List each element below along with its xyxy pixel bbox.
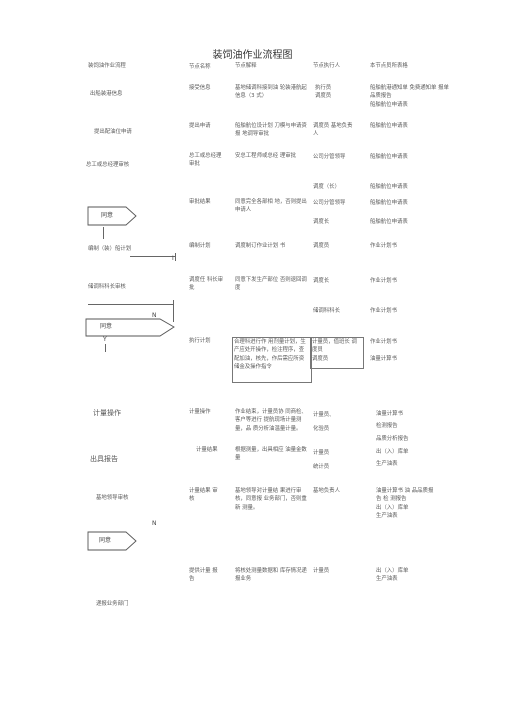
connector-line — [173, 300, 174, 322]
row-2-form: 船舶航位申请表 — [370, 154, 408, 160]
row-10-form: 油量计算书 检测报告 品质分析报告 — [376, 411, 409, 442]
row-9-desc: 合理科进行作 用剂量计划，生产应处开操作，检注程序，查配加油，核先，作后需应所资… — [234, 339, 306, 371]
row-13-form: 出（入）库单 生产油表 — [376, 568, 409, 583]
row-1-exec: 调度员 基地负责人 — [313, 123, 353, 138]
row-13-name: 提供计量 报告 — [189, 568, 218, 583]
header-executor: 节点执行人 — [313, 63, 340, 69]
decision-shape-2 — [85, 318, 175, 337]
decision-label-3: 同意 — [99, 537, 112, 544]
row-4-form: 船舶航位申请表 — [370, 200, 408, 206]
header-node-desc: 节点解释 — [235, 63, 257, 69]
row-11-exec: 计量员 统计员 — [313, 450, 330, 471]
row-6-form: 作业计划书 — [370, 243, 397, 249]
flow-prepare: 提出配油位申请 — [94, 129, 132, 135]
row-6-name: 编制计划 — [189, 243, 211, 249]
row-0-exec: 执行员 调度员 — [315, 85, 332, 100]
return-mark: I — [172, 255, 174, 262]
row-10-exec: 计量员、 化验员 — [313, 412, 335, 433]
row-4-desc: 同意完全各部相 地，否则提出申请人 — [235, 199, 307, 214]
row-7-name: 调度任 科长审批 — [189, 277, 224, 292]
row-4-name: 审批结果 — [189, 199, 211, 205]
row-5-exec: 调度长 — [313, 219, 330, 225]
flow-confirm: 基地领导审核 — [96, 495, 129, 501]
header-forms: 本节点员所表格 — [370, 63, 408, 69]
row-8-form: 作业计划书 — [370, 308, 397, 314]
row-5-form: 船舶航位申请表 — [370, 219, 408, 225]
row-3-form: 船舶航位申请表 — [370, 184, 408, 190]
connector-line — [175, 253, 176, 261]
row-7-desc: 同意下发生产部位 否则退回调度 — [235, 277, 307, 292]
decision-shape-3 — [87, 531, 137, 551]
flow-approve: 总工或总经理审核 — [86, 162, 130, 168]
row-1-name: 提出申请 — [189, 123, 211, 129]
row-12-exec: 基地负责人 — [313, 488, 340, 494]
row-2-desc: 安总工程师或总经 理审批 — [235, 153, 297, 159]
row-4-exec: 公司分管领导 — [313, 200, 346, 206]
row-7-form: 作业计划书 — [370, 278, 397, 284]
row-11-form: 出（入）库单 生产油表 — [376, 449, 409, 468]
row-10-desc: 作业结束，计量员协 同商检、客户等进行 提航现场计量测量，品 质分析油温量计量。 — [235, 409, 307, 432]
flow-measure: 计量操作 — [93, 409, 121, 417]
flow-archive: 递报业务部门 — [96, 601, 129, 607]
decision-shape-1 — [87, 206, 137, 226]
connector-line — [105, 344, 106, 352]
connector-line — [130, 256, 175, 257]
yes-label: Y — [103, 336, 107, 343]
header-flow: 装饲油作业流程 — [88, 63, 126, 69]
row-0-desc: 基地储调科接到油 轮装港航起信息（3 式） — [235, 85, 307, 100]
no-label-1: N — [152, 312, 157, 319]
flow-report: 出具报告 — [90, 455, 118, 463]
row-11-desc: 根据测量，出具相应 油量金数量 — [235, 447, 307, 462]
row-12-desc: 基地领导对计量结 果进行审核，同意报 业务部门，否则重新 测量。 — [235, 488, 307, 511]
row-0-form: 船舶航港通知单 免费通知单 报单 品质报告 船舶航位申请表 — [370, 85, 449, 108]
row-6-exec: 调度员 — [313, 243, 330, 249]
row-2-exec: 公司分管领导 — [313, 154, 346, 160]
plan-desc-box — [232, 337, 312, 383]
row-7-exec: 调度长 — [313, 278, 330, 284]
page-title: 装饲油作业流程图 — [212, 50, 293, 61]
row-0-name: 接受信息 — [189, 85, 211, 91]
row-9-name: 执行计划 — [189, 338, 211, 344]
flow-receive: 出船装港信息 — [90, 91, 123, 97]
row-2-name: 总工或总经理审批 — [189, 153, 222, 168]
header-node-name: 节点名称 — [189, 64, 211, 70]
row-13-exec: 计量员 — [313, 568, 330, 574]
row-8-exec: 储调科科长 — [313, 308, 340, 314]
decision-label-2: 同意 — [100, 323, 113, 330]
plan-exec-box — [310, 337, 364, 369]
connector-line — [103, 227, 104, 239]
row-13-desc: 将核处测量数据和 库存情况递报业务 — [235, 568, 307, 583]
row-12-name: 计量结果 审核 — [189, 488, 218, 503]
decision-label-1: 同意 — [101, 212, 114, 219]
no-label-2: N — [152, 520, 157, 527]
row-10-name: 计量操作 — [189, 409, 211, 415]
row-9-exec: 计量员，值班长 调度员 调度员 — [312, 339, 357, 362]
row-1-form: 船舶航位申请表 — [370, 123, 408, 129]
row-3-exec: 调度（长） — [313, 184, 340, 190]
flow-dept-chief: 储调科科长审核 — [88, 284, 126, 290]
flow-dispatch: 编制（装）船计划 — [88, 246, 132, 252]
row-6-desc: 调度制订作业计划 书 — [235, 243, 286, 249]
row-11-name: 计量结果 — [196, 447, 218, 453]
connector-line — [88, 304, 173, 305]
row-9-form: 作业计划书 油量计算书 — [370, 339, 397, 362]
row-1-desc: 船舶航位设计划 刀模与申请资报 地调导审批 — [235, 123, 307, 138]
row-12-form: 油量计算书 油 品品质报告 检 测报告 出（入）库单 生产油表 — [376, 488, 434, 520]
